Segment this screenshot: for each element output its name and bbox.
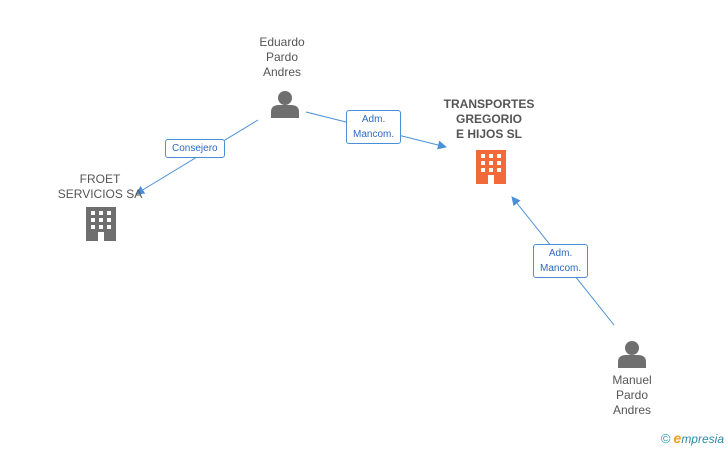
edge-label-line: Mancom. bbox=[353, 129, 395, 140]
brand-logo-initial: e bbox=[673, 430, 682, 446]
building-icon[interactable] bbox=[476, 150, 506, 184]
edge-label-line: Consejero bbox=[172, 143, 218, 154]
node-label-eduardo[interactable]: Eduardo Pardo Andres bbox=[242, 35, 322, 80]
node-label-line: TRANSPORTES bbox=[443, 97, 535, 111]
building-icon[interactable] bbox=[86, 207, 116, 241]
copyright-symbol: © bbox=[660, 431, 671, 446]
node-label-line: Andres bbox=[612, 403, 652, 417]
edge-label-line: Mancom. bbox=[540, 263, 582, 274]
brand-logo-text: mpresia bbox=[681, 432, 724, 446]
brand-footer[interactable]: ©empresia bbox=[661, 430, 724, 446]
edge-label-adm-mancom-right[interactable]: Adm. Mancom. bbox=[533, 244, 589, 278]
edge-label-line: Adm. bbox=[361, 114, 386, 125]
node-label-line: Eduardo bbox=[259, 35, 305, 49]
node-label-line: Andres bbox=[262, 65, 302, 79]
node-label-froet[interactable]: FROET SERVICIOS SA bbox=[50, 172, 150, 202]
node-label-transportes[interactable]: TRANSPORTES GREGORIO E HIJOS SL bbox=[429, 97, 549, 142]
node-label-line: Pardo bbox=[615, 388, 649, 402]
edge-label-adm-mancom-top[interactable]: Adm. Mancom. bbox=[346, 110, 402, 144]
node-label-line: FROET bbox=[79, 172, 121, 186]
person-icon[interactable] bbox=[271, 91, 299, 118]
node-label-line: GREGORIO bbox=[455, 112, 522, 126]
edge-label-line: Adm. bbox=[548, 248, 573, 259]
node-label-line: E HIJOS SL bbox=[455, 127, 523, 141]
node-label-line: Manuel bbox=[612, 373, 652, 387]
node-label-line: SERVICIOS SA bbox=[57, 187, 143, 201]
edge-label-consejero[interactable]: Consejero bbox=[165, 139, 225, 158]
node-label-line: Pardo bbox=[265, 50, 299, 64]
node-label-manuel[interactable]: Manuel Pardo Andres bbox=[592, 373, 672, 418]
person-icon[interactable] bbox=[618, 341, 646, 368]
